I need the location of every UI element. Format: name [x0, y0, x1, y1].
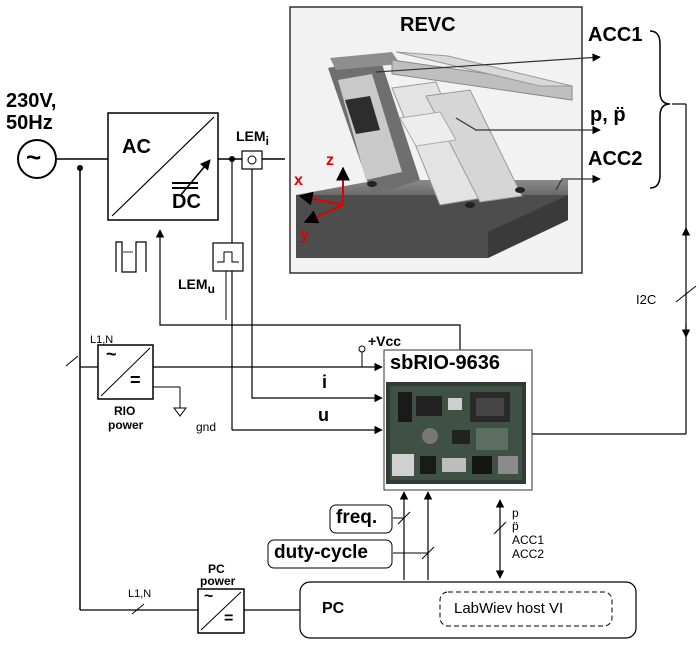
pc-power-label-1: PC: [208, 562, 225, 576]
gnd-label: gnd: [196, 420, 217, 434]
acc1-label: ACC1: [588, 24, 643, 46]
psu-tilde-rio: ~: [106, 344, 117, 364]
line-bottom-label: L1,N: [128, 588, 152, 600]
source-frequency-label: 50Hz: [6, 112, 53, 134]
pwm-symbol: [115, 241, 147, 273]
converter-ac-label: AC: [122, 136, 151, 158]
controller-name: sbRIO-9636: [390, 352, 501, 374]
freq-label: freq.: [336, 507, 378, 528]
rio-power-label-2: power: [108, 418, 144, 432]
signal-p-label: p: [512, 506, 519, 520]
psu-equals-pc: =: [224, 610, 234, 627]
ac-source-tilde: ~: [26, 142, 42, 172]
source-voltage-label: 230V,: [6, 90, 57, 112]
axis-z-label: z: [326, 152, 334, 169]
pc-power-label-2: power: [200, 574, 236, 588]
lem-u-label: LEMu: [178, 276, 215, 296]
rio-power-label-1: RIO: [114, 404, 136, 418]
axis-y-label: y: [300, 226, 309, 243]
signal-acc1-label: ACC1: [512, 533, 545, 547]
labview-vi-box: [439, 591, 613, 627]
lem-i-sensor: [241, 150, 263, 170]
i2c-label: I2C: [636, 292, 657, 307]
signal-acc2-label: ACC2: [512, 547, 545, 561]
labview-vi-label: LabWiev host VI: [454, 600, 564, 617]
axis-x-label: x: [294, 172, 303, 189]
revc-axes: [298, 166, 350, 224]
duty-cycle-box: [267, 539, 393, 569]
freq-box: [329, 504, 393, 534]
signal-pdd-label: p̈: [512, 519, 519, 533]
psu-tilde-pc: ~: [204, 588, 214, 605]
position-label: p, p̈: [590, 104, 626, 126]
pc-label: PC: [322, 600, 345, 617]
revc-frame-structure: [328, 51, 573, 208]
lem-i-label: LEMi: [236, 128, 269, 148]
signal-u-label: u: [318, 405, 329, 425]
vcc-label: +Vcc: [368, 333, 402, 349]
psu-equals-rio: =: [130, 370, 141, 390]
sbrio-board: [383, 349, 533, 491]
line-top-label: L1,N: [90, 334, 114, 346]
acc2-label: ACC2: [588, 148, 643, 170]
converter-dc-label: DC: [172, 191, 201, 213]
sensor-brace: [649, 30, 671, 189]
revc-title: REVC: [400, 14, 456, 36]
signal-i-label: i: [322, 372, 328, 392]
lem-u-sensor: [212, 242, 244, 272]
duty-cycle-label: duty-cycle: [274, 542, 368, 563]
